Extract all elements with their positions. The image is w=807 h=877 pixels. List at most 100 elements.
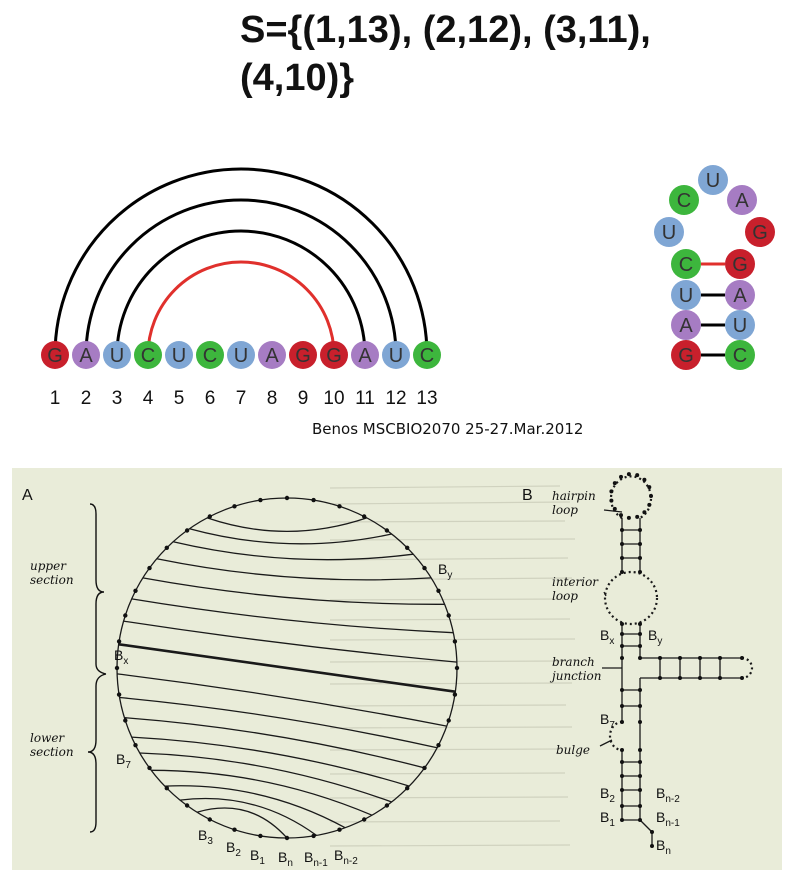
base-circle <box>382 341 410 369</box>
structure-dot <box>698 656 702 660</box>
hairpin-base-letter: G <box>678 345 694 367</box>
circle-dot <box>337 827 342 832</box>
stem-base-left <box>671 280 701 310</box>
position-label: 4 <box>143 388 154 409</box>
circle-chord <box>123 620 457 663</box>
position-label: 8 <box>267 388 278 409</box>
circle-dot <box>114 665 120 671</box>
structure-dot <box>620 644 624 648</box>
base-circle <box>41 341 69 369</box>
structure-dot <box>620 788 624 792</box>
structure-dot <box>718 676 722 680</box>
structure-dot <box>740 656 744 660</box>
hairpin-base-letter: U <box>733 315 747 337</box>
circle-dot <box>452 692 458 697</box>
structure-dot <box>620 542 624 546</box>
base-letter: A <box>79 345 93 367</box>
structure-dot <box>626 472 631 477</box>
circle-dot <box>284 835 290 841</box>
circle-dot <box>133 588 138 593</box>
circle-chord <box>142 577 445 605</box>
circle-chord <box>119 696 438 749</box>
pair-arc <box>84 198 398 356</box>
loop-base <box>669 185 699 215</box>
structure-dot <box>638 542 642 546</box>
position-label: 10 <box>323 388 344 409</box>
structure-dot <box>638 760 642 764</box>
pair-arc-highlight <box>146 260 336 356</box>
structure-dot <box>612 506 617 511</box>
circle-dot <box>362 817 367 822</box>
label-by-b: By <box>648 627 662 647</box>
structure-dot <box>609 498 614 503</box>
circle-dot <box>232 504 237 509</box>
circle-chord <box>189 528 392 545</box>
base-letter: G <box>326 345 342 367</box>
branch-junction-label-line2: junction <box>549 669 602 683</box>
interior-loop-label-line1: interior <box>552 575 599 589</box>
structure-dots <box>609 472 744 848</box>
structure-dot <box>612 481 617 486</box>
structure-dot <box>638 788 642 792</box>
base-letter: C <box>141 345 155 367</box>
circle-dot <box>337 504 342 509</box>
circle-dot <box>184 803 190 808</box>
circle-chord <box>206 517 368 532</box>
structure-dot <box>620 774 624 778</box>
position-label: 12 <box>385 388 406 409</box>
structure-dot <box>718 656 722 660</box>
position-label: 7 <box>236 388 247 409</box>
base-letter: U <box>110 345 124 367</box>
circle-dot <box>164 545 169 550</box>
circle-dot <box>133 743 138 748</box>
structure-figure-panel: A upper section lower section By Bx B7 B… <box>12 468 782 870</box>
circle-chord <box>173 541 414 561</box>
label-b2-a: B2 <box>226 839 241 859</box>
upper-section-label-line1: upper <box>30 559 67 573</box>
circle-dot <box>311 497 316 503</box>
base-letter: G <box>47 345 63 367</box>
circle-dot <box>452 639 458 644</box>
base-circle <box>413 341 441 369</box>
structure-dot <box>678 656 682 660</box>
circle-dot <box>147 565 152 571</box>
stem-base-left <box>671 340 701 370</box>
structure-dot <box>620 760 624 764</box>
circle-dot <box>123 613 128 618</box>
circle-dot <box>184 528 190 533</box>
base-circle <box>165 341 193 369</box>
pair-arcs <box>53 167 429 356</box>
circle-dot <box>405 786 410 791</box>
label-bn-b: Bn <box>656 837 671 857</box>
panel-a-letter: A <box>22 487 33 504</box>
base-letter: U <box>172 345 186 367</box>
circle-dot <box>123 718 128 723</box>
stem-base-left <box>671 249 701 279</box>
circle-chord <box>151 769 373 816</box>
circle-chord <box>131 736 410 787</box>
secondary-structure-drawing <box>599 475 754 846</box>
structure-dot <box>638 656 642 660</box>
hairpin-base-letter: A <box>679 315 693 337</box>
label-b7-a: B7 <box>116 751 131 771</box>
faded-text-lines <box>329 485 576 847</box>
label-b3-a: B3 <box>198 827 213 847</box>
circle-dot <box>436 588 441 593</box>
interior-loop-label-line2: loop <box>552 589 578 603</box>
structure-dot <box>740 676 744 680</box>
structure-dot <box>638 804 642 808</box>
position-label: 1 <box>50 388 61 409</box>
circle-dot <box>207 817 212 822</box>
hairpin-loop-label-line1: hairpin <box>552 489 596 503</box>
structure-dot <box>638 644 642 648</box>
hairpin-base-letter: A <box>733 285 747 307</box>
label-by-a: By <box>438 561 452 581</box>
structure-dot <box>620 818 624 822</box>
base-circle <box>258 341 286 369</box>
pair-arc <box>115 229 367 356</box>
position-label: 3 <box>112 388 123 409</box>
structure-dot <box>638 818 642 822</box>
loop-base <box>654 217 684 247</box>
